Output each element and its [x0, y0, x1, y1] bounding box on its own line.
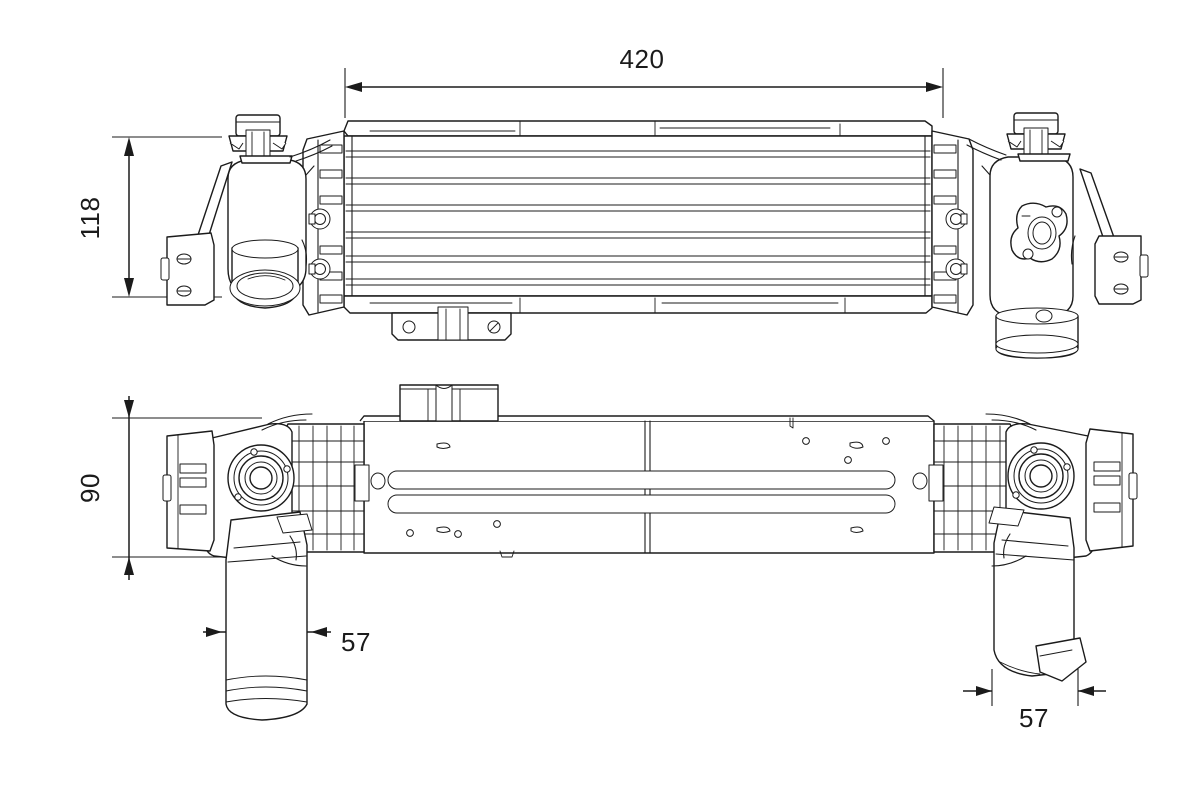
dimension-label-420: 420	[620, 44, 665, 74]
plan-louver-marks	[436, 441, 864, 533]
plan-right-body	[928, 413, 1138, 682]
plan-center-plate	[359, 384, 935, 558]
right-end-tank	[931, 112, 1149, 359]
plan-slots	[387, 470, 896, 514]
dimension-label-57-left: 57	[341, 627, 371, 657]
right-tank-cap	[1006, 112, 1071, 162]
left-tank-cap	[228, 114, 293, 164]
core-fin-lines	[345, 150, 931, 286]
right-tank-valve-plate	[1010, 202, 1068, 263]
plan-top-mount-tab	[399, 384, 499, 422]
bottom-mount-bracket	[391, 306, 512, 341]
right-bolt-bosses	[945, 208, 968, 280]
dimension-420	[344, 68, 944, 118]
plan-right-outlet-tube	[988, 506, 1087, 682]
dimension-90	[112, 396, 262, 580]
left-manifold-ribs	[319, 144, 343, 304]
left-strap-bracket	[160, 161, 233, 306]
dimension-57-right	[963, 669, 1106, 706]
dimension-label-118: 118	[75, 197, 105, 240]
plan-left-port	[227, 444, 295, 512]
left-bolt-bosses	[308, 208, 331, 280]
front-elevation-view	[160, 112, 1149, 359]
dimension-label-90: 90	[75, 473, 105, 503]
right-outlet-port	[995, 307, 1079, 359]
right-manifold-ribs	[933, 144, 957, 304]
left-inlet-port	[229, 239, 301, 309]
core-block	[343, 120, 933, 314]
plan-view	[162, 384, 1138, 721]
dimension-label-57-right: 57	[1019, 703, 1049, 733]
right-strap-bracket	[1079, 168, 1149, 305]
plan-small-holes	[370, 437, 928, 538]
plan-right-port	[1007, 442, 1075, 510]
plan-left-inlet-tube	[225, 511, 313, 721]
left-end-tank	[160, 114, 345, 316]
plan-left-body	[162, 413, 370, 721]
